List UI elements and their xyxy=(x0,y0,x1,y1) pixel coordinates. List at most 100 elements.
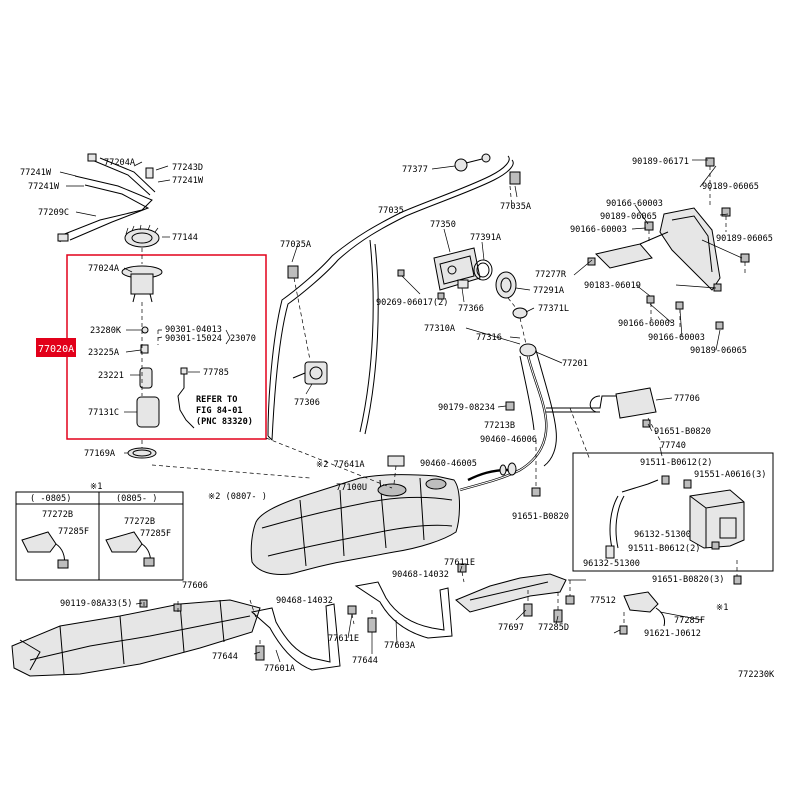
note-fig: FIG 84-01 xyxy=(196,406,243,416)
drawing-code: 772230K xyxy=(738,670,775,680)
highlight-tag: 77020A xyxy=(36,338,76,357)
bracket-77366 xyxy=(457,279,469,289)
label-77785: 77785 xyxy=(203,368,229,378)
label-77644: 77644 xyxy=(212,652,238,662)
label-77285f: 77285F xyxy=(58,527,89,537)
label-77201: 77201 xyxy=(562,359,588,369)
strap-77601a xyxy=(250,603,341,671)
label-23221: 23221 xyxy=(98,371,124,381)
label-77391a: 77391A xyxy=(470,233,502,243)
label-77306: 77306 xyxy=(294,398,320,408)
label-90460-46005: 90460-46005 xyxy=(420,459,477,469)
label-77285d: 77285D xyxy=(538,623,569,633)
label-90189-06065: 90189-06065 xyxy=(600,212,657,222)
label-77611e: 77611E xyxy=(328,634,359,644)
label-90468-14032: 90468-14032 xyxy=(392,570,449,580)
label-77706: 77706 xyxy=(674,394,700,404)
plate-77641a xyxy=(387,455,405,467)
label-90189-06065: 90189-06065 xyxy=(716,234,773,244)
label-77697: 77697 xyxy=(498,623,524,633)
inset-left-mark: ※1 xyxy=(90,482,102,492)
bracket-77285f xyxy=(619,591,665,635)
bolts xyxy=(397,269,541,497)
label-91621-j0612: 91621-J0612 xyxy=(644,629,701,639)
label-77241w: 77241W xyxy=(172,176,204,186)
canister-bracket-77277r xyxy=(595,207,721,291)
vent-line xyxy=(546,395,618,413)
label-77035a: 77035A xyxy=(280,240,312,250)
part-labels: 77241W 77204A 77243D 77241W 77241W 77209… xyxy=(20,157,775,680)
label-77100u: 77100U xyxy=(336,483,367,493)
label-77209c: 77209C xyxy=(38,208,69,218)
gasket-inner xyxy=(132,449,152,457)
label-23070: 23070 xyxy=(230,334,256,344)
label-90269-06017: 90269-06017(2) xyxy=(376,298,448,308)
label-77603a: 77603A xyxy=(384,641,416,651)
label-90301-04013: 90301-04013 xyxy=(165,325,222,335)
retainer-ring xyxy=(124,224,160,248)
label-77204a: 77204A xyxy=(104,158,136,168)
strap-77603a xyxy=(354,581,453,639)
label-90166-60003: 90166-60003 xyxy=(606,199,663,209)
label-90183-06019: 90183-06019 xyxy=(584,281,641,291)
hose-end-77377 xyxy=(454,153,491,172)
canister-77740 xyxy=(605,475,745,559)
assembly-dash-lines xyxy=(141,185,738,646)
label-77611e: 77611E xyxy=(444,558,475,568)
label-91511-b0612: 91511-B0612(2) xyxy=(628,544,700,554)
label-77272b: 77272B xyxy=(124,517,155,527)
label-77371l: 77371L xyxy=(538,304,569,314)
fuel-line-harness xyxy=(57,153,156,243)
line-connector xyxy=(87,153,97,162)
bracket-dashes xyxy=(648,166,746,328)
valve-77306 xyxy=(292,361,328,385)
label-77285f: 77285F xyxy=(140,529,171,539)
label-90166-60003: 90166-60003 xyxy=(570,225,627,235)
label-23225a: 23225A xyxy=(88,348,120,358)
label-77316: 77316 xyxy=(476,333,502,343)
label-77350: 77350 xyxy=(430,220,456,230)
highlight-label: 77020A xyxy=(38,344,74,355)
label-90189-06171: 90189-06171 xyxy=(632,157,689,167)
label-77606: 77606 xyxy=(182,581,208,591)
label-90468-14032: 90468-14032 xyxy=(276,596,333,606)
clip-77512 xyxy=(565,595,575,605)
label-91551-a0616: 91551-A0616(3) xyxy=(694,470,766,480)
label-77512: 77512 xyxy=(590,596,616,606)
breather-hose xyxy=(267,155,514,441)
label-23280k: 23280K xyxy=(90,326,122,336)
fuel-pump-assembly xyxy=(121,265,195,429)
label-77035a: 77035A xyxy=(500,202,532,212)
label-91651-b0820: 91651-B0820 xyxy=(654,427,711,437)
support-77697 xyxy=(455,573,567,613)
label-90301-15024: 90301-15024 xyxy=(165,334,222,344)
inset-left-col2-header: (0805- ) xyxy=(116,494,157,504)
label-96132-51300: 96132-51300 xyxy=(583,559,640,569)
label-77310a: 77310A xyxy=(424,324,456,334)
label-77241w: 77241W xyxy=(28,182,60,192)
ring-77371l xyxy=(512,307,528,319)
label-77277r: 77277R xyxy=(535,270,567,280)
bracket-variant-2 xyxy=(105,531,155,567)
note-refer-to: REFER TO xyxy=(196,395,237,405)
label-90166-60003: 90166-60003 xyxy=(618,319,675,329)
label-77272b: 77272B xyxy=(42,510,73,520)
label-77241w: 77241W xyxy=(20,168,52,178)
label-77601a: 77601A xyxy=(264,664,296,674)
bolt-77697 xyxy=(523,603,533,617)
bracket-variant-1 xyxy=(21,531,69,569)
label-77377: 77377 xyxy=(402,165,428,175)
label-77641a: ※2 77641A xyxy=(316,460,365,470)
bolt-77611e xyxy=(347,605,357,615)
clip xyxy=(145,167,154,179)
label-77644: 77644 xyxy=(352,656,378,666)
note-pnc: (PNC 83320) xyxy=(196,417,253,427)
label-91651-b0820: 91651-B0820 xyxy=(512,512,569,522)
label-77131c: 77131C xyxy=(88,408,119,418)
label-77291a: 77291A xyxy=(533,286,565,296)
bolt-91651 xyxy=(733,575,742,585)
label-2-0807: ※2 (0807- ) xyxy=(208,492,267,502)
ring-77391a-inner xyxy=(476,262,490,278)
